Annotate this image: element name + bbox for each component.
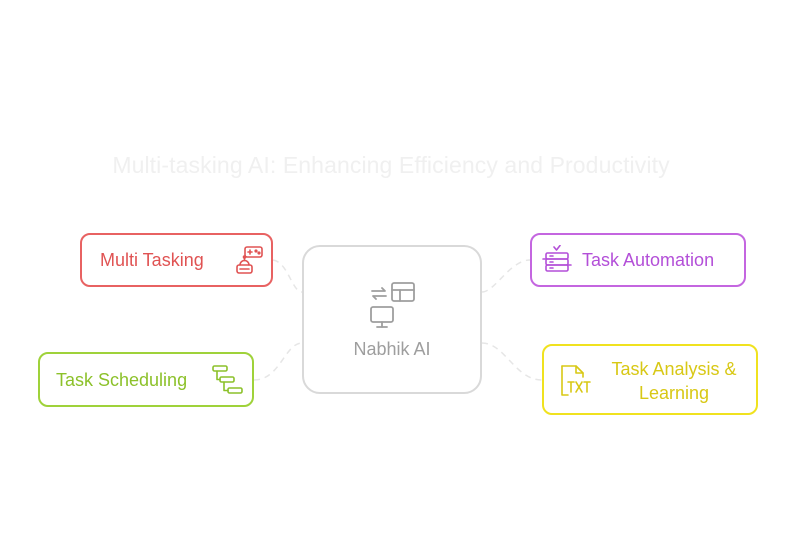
connector-task-scheduling bbox=[253, 342, 303, 381]
node-task-automation[interactable]: Task Automation bbox=[530, 233, 746, 287]
connector-task-automation bbox=[481, 259, 531, 293]
connector-task-analysis bbox=[481, 342, 543, 381]
center-node[interactable]: Nabhik AI bbox=[302, 245, 482, 394]
node-multi-tasking-label: Multi Tasking bbox=[100, 250, 204, 270]
connector-multi-tasking bbox=[272, 259, 303, 293]
node-task-analysis[interactable]: Task Analysis & Learning bbox=[542, 344, 758, 415]
robot-gamepad-icon bbox=[236, 246, 263, 274]
center-label: Nabhik AI bbox=[353, 339, 431, 359]
node-task-scheduling-label: Task Scheduling bbox=[56, 370, 188, 390]
automation-server-icon bbox=[542, 245, 572, 272]
node-task-automation-label: Task Automation bbox=[582, 250, 715, 270]
txt-document-icon bbox=[561, 365, 591, 396]
gantt-schedule-icon bbox=[212, 365, 243, 394]
ai-workflow-icon bbox=[370, 282, 415, 328]
node-task-scheduling[interactable]: Task Scheduling bbox=[38, 352, 254, 407]
diagram-title: Multi-tasking AI: Enhancing Efficiency a… bbox=[112, 152, 670, 178]
node-multi-tasking[interactable]: Multi Tasking bbox=[80, 233, 273, 287]
node-task-analysis-label: Task Analysis & Learning bbox=[611, 359, 737, 403]
